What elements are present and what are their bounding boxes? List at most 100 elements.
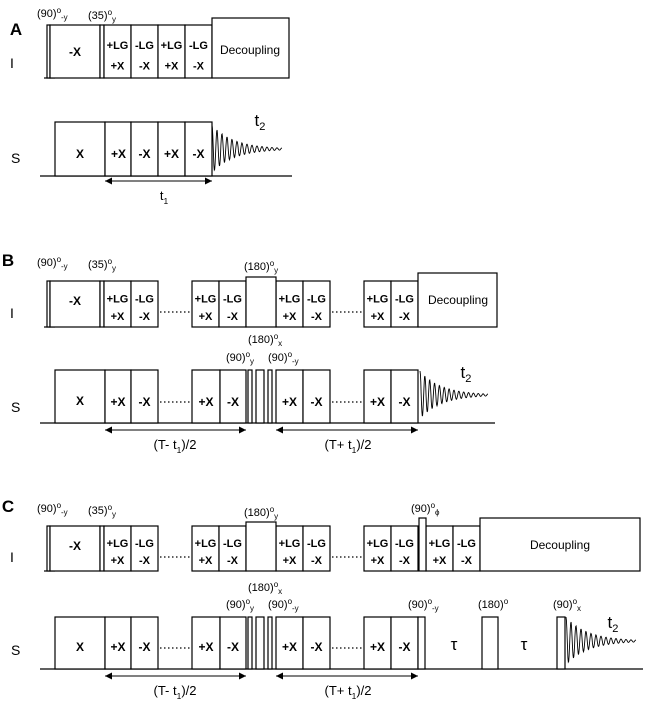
- acq-block-c-3: [219, 616, 247, 670]
- lg-block-c-8: [425, 525, 454, 572]
- fid-b: [419, 370, 489, 417]
- fid-label-b: t2: [461, 363, 472, 385]
- acq-label-c-2: +X: [198, 640, 213, 654]
- panel-label-b: B: [2, 251, 14, 270]
- pulse-label-35-b: (35)oy: [88, 257, 116, 273]
- channel-label-s-a: S: [11, 150, 20, 166]
- pulse-label-180x-c: (180)ox: [248, 580, 282, 596]
- tau-label-c-2: τ: [521, 635, 528, 654]
- pulse-90y-b: [247, 369, 253, 424]
- lg-block-a-2-top-label: +LG: [161, 40, 183, 52]
- acq-block-a-1: [130, 121, 159, 177]
- lg-block-c-0-bottom-label: +X: [111, 555, 125, 567]
- lg-block-c-4-top-label: +LG: [279, 538, 301, 550]
- arrow-left-c-head-right: [239, 672, 246, 680]
- decoupling-label-a: Decoupling: [220, 43, 280, 57]
- fid-c: [565, 616, 637, 664]
- arrow-t1-a-head-right: [205, 177, 212, 185]
- lg-block-b-6: [363, 280, 392, 328]
- acq-label-c-6: +X: [370, 640, 385, 654]
- pulse-90phi-c: [418, 517, 427, 572]
- pulse-180x-c: [255, 616, 265, 670]
- lg-block-b-7: [390, 280, 419, 328]
- lg-block-a-1-bottom-label: -X: [139, 60, 151, 72]
- lg-block-b-2-top-label: +LG: [195, 293, 217, 305]
- acq-label-b-2: +X: [198, 395, 213, 409]
- arrow-left-b-head-left: [105, 426, 112, 434]
- lg-block-c-8-top-label: +LG: [429, 538, 451, 550]
- acq-label-b-4: +X: [282, 395, 297, 409]
- pulse-label-90my2-c: (90)o-y: [408, 597, 439, 613]
- pulse-180-c: [481, 616, 499, 670]
- panel-label-c: C: [2, 497, 14, 516]
- lg-block-b-1-bottom-label: -X: [139, 311, 151, 323]
- lg-block-b-5-bottom-label: -X: [311, 311, 323, 323]
- channel-label-s-b: S: [11, 399, 20, 415]
- cp-block-c: [54, 616, 106, 670]
- arrow-right-b-head-right: [411, 426, 418, 434]
- lg-block-c-2: [191, 525, 220, 572]
- pulse-label-180y-c: (180)oy: [244, 505, 278, 521]
- lg-block-b-2: [191, 280, 220, 328]
- arrow-right-label-b: (T+ t1)/2: [325, 437, 372, 455]
- cp-label-c: X: [76, 640, 84, 654]
- pulse-label-90-a: (90)o-y: [37, 6, 68, 22]
- lg-block-a-2: [157, 24, 186, 79]
- lg-block-c-1-bottom-label: -X: [139, 555, 151, 567]
- acq-label-a-2: +X: [164, 147, 179, 161]
- pulse-label-90y-c: (90)oy: [226, 597, 254, 613]
- acq-label-b-1: -X: [139, 395, 151, 409]
- lg-block-c-5-bottom-label: -X: [311, 555, 323, 567]
- acq-block-b-3: [219, 369, 247, 424]
- lg-block-c-5: [302, 525, 331, 572]
- lg-block-c-4-bottom-label: +X: [283, 555, 297, 567]
- acq-label-c-7: -X: [399, 640, 411, 654]
- acq-label-b-6: +X: [370, 395, 385, 409]
- arrow-right-c-head-right: [411, 672, 418, 680]
- cp-label-b: X: [76, 394, 84, 408]
- lg-block-a-3: [184, 24, 213, 79]
- arrow-right-label-c: (T+ t1)/2: [325, 683, 372, 701]
- pulse-90my2-c: [417, 616, 426, 670]
- acq-block-a-3: [184, 121, 213, 177]
- acq-block-b-7: [390, 369, 419, 424]
- pulse-label-35-c: (35)oy: [88, 503, 116, 519]
- acq-label-c-3: -X: [227, 640, 239, 654]
- lg-block-c-3: [218, 525, 247, 572]
- lg-block-c-7-bottom-label: -X: [399, 555, 411, 567]
- arrow-right-b-head-left: [276, 426, 283, 434]
- block-minus-x-label-a: -X: [69, 45, 81, 59]
- lg-block-a-3-bottom-label: -X: [193, 60, 205, 72]
- acq-label-b-7: -X: [399, 395, 411, 409]
- lg-block-b-5: [302, 280, 331, 328]
- arrow-t1-a-head-left: [105, 177, 112, 185]
- lg-block-a-0-bottom-label: +X: [111, 60, 125, 72]
- pulse-label-90x-c: (90)ox: [553, 597, 581, 613]
- pulse-180x-b: [255, 369, 265, 424]
- lg-block-a-0: [103, 24, 132, 79]
- acq-block-a-0: [104, 121, 132, 177]
- cp-label-a: X: [76, 147, 84, 161]
- acq-block-c-1: [130, 616, 159, 670]
- pulse-90y-c: [247, 616, 253, 670]
- lg-block-b-4-bottom-label: +X: [283, 311, 297, 323]
- acq-label-b-0: +X: [110, 395, 125, 409]
- pulse-180y-b: [245, 276, 277, 328]
- lg-block-b-3-bottom-label: -X: [227, 311, 239, 323]
- pulse-label-90my-c: (90)o-y: [268, 597, 299, 613]
- pulse-label-180y-b: (180)oy: [244, 259, 278, 275]
- decoupling-block-a: [211, 17, 290, 79]
- pulse-90my-c: [267, 616, 273, 670]
- channel-label-i-b: I: [10, 305, 14, 321]
- lg-block-b-0-bottom-label: +X: [111, 311, 125, 323]
- lg-block-c-1: [130, 525, 159, 572]
- acq-block-c-4: [275, 616, 304, 670]
- pulse-label-180-c: (180)o: [478, 597, 509, 611]
- lg-block-a-0-top-label: +LG: [107, 40, 129, 52]
- lg-block-b-7-bottom-label: -X: [399, 311, 411, 323]
- lg-block-b-3-top-label: -LG: [223, 293, 242, 305]
- lg-block-c-8-bottom-label: +X: [433, 555, 447, 567]
- decoupling-label-c: Decoupling: [530, 538, 590, 552]
- cp-block-b: [54, 369, 106, 424]
